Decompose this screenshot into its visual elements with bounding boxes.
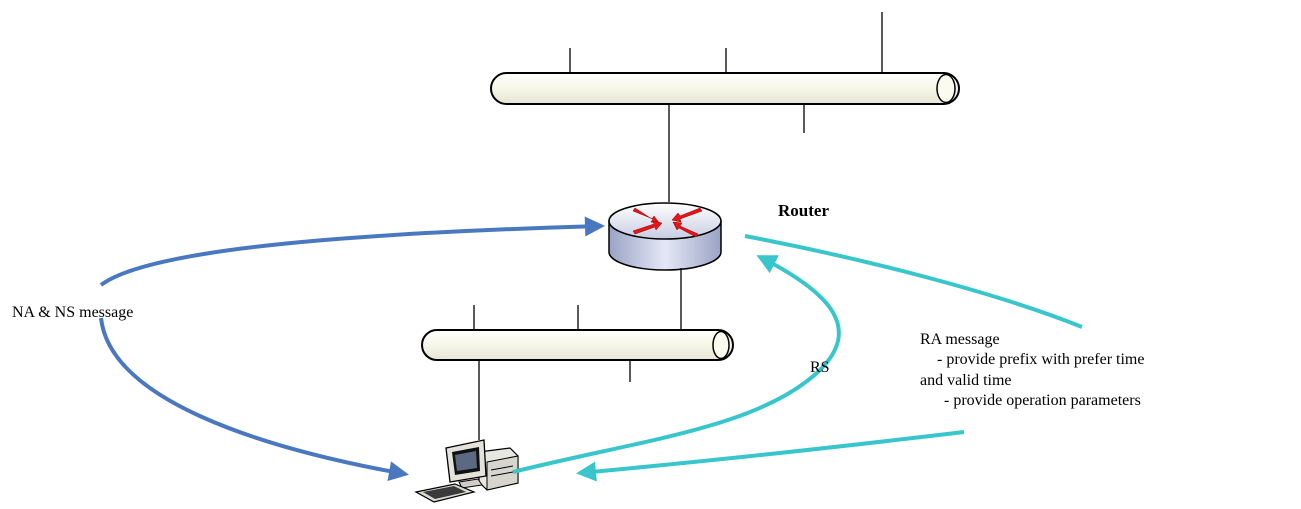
ra-line-valid-time: and valid time [920, 372, 1012, 389]
na-ns-label: NA & NS message [12, 304, 133, 321]
ra-line-parameters: - provide operation parameters [944, 392, 1141, 409]
ra-line-prefix: - provide prefix with prefer time [937, 351, 1144, 368]
router-label: Router [778, 201, 829, 220]
rs-arrow [512, 255, 841, 474]
lower-network-bus [421, 305, 734, 382]
top-network-bus [490, 12, 960, 133]
router-icon [608, 202, 722, 271]
ra-arrows [576, 234, 1083, 482]
ra-message-text: RA message - provide prefix with prefer … [920, 331, 1144, 409]
computer-icon [414, 439, 519, 503]
rs-label: RS [810, 359, 830, 376]
na-ns-arrows [99, 216, 605, 482]
ra-title: RA message [920, 331, 1000, 348]
